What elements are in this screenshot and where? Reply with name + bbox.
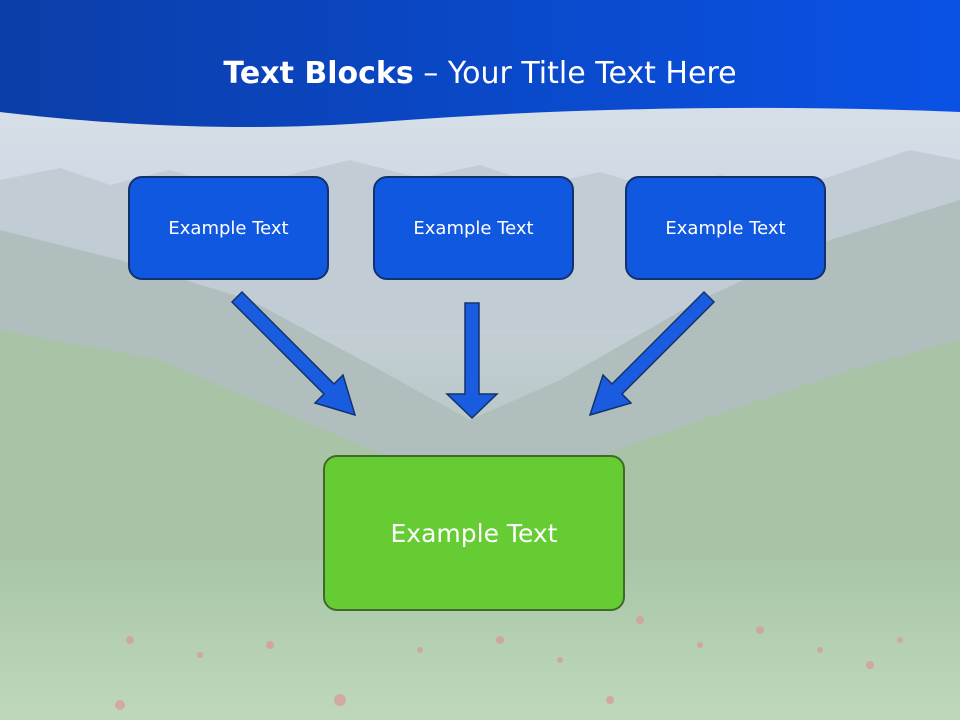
title-rest: Your Title Text Here (447, 56, 737, 91)
header-band (0, 0, 960, 127)
source-box-2: Example Text (373, 176, 574, 280)
source-box-2-label: Example Text (413, 217, 534, 239)
source-box-3-label: Example Text (665, 217, 786, 239)
arrow-left (230, 290, 357, 417)
arrow-center (445, 302, 499, 420)
arrow-right (588, 290, 716, 417)
target-box: Example Text (323, 455, 625, 611)
target-box-label: Example Text (390, 518, 558, 548)
title-dash: – (413, 56, 448, 91)
title-bold: Text Blocks (223, 56, 414, 91)
source-box-1-label: Example Text (168, 217, 289, 239)
slide-title: Text Blocks – Your Title Text Here (0, 52, 960, 96)
source-box-3: Example Text (625, 176, 826, 280)
source-box-1: Example Text (128, 176, 329, 280)
